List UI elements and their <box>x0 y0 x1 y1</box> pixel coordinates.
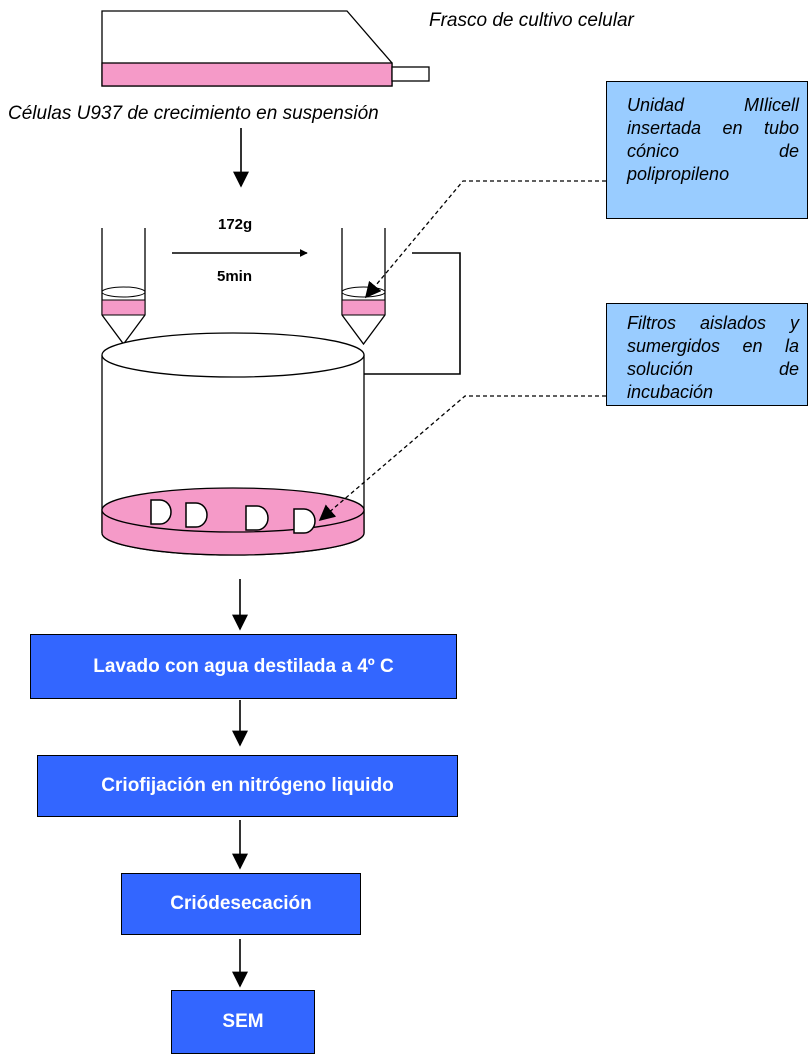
step-sem: SEM <box>171 990 315 1054</box>
leader-filters <box>318 395 606 522</box>
petri-dish <box>101 332 365 556</box>
step-freeze-drying: Criódesecación <box>121 873 361 935</box>
callout-millicell: Unidad MIlicell insertada en tubo cónico… <box>606 81 808 219</box>
filter-shape <box>293 508 316 534</box>
step-cryofixation: Criofijación en nitrógeno liquido <box>37 755 458 817</box>
centrifuge-speed-label: 172g <box>218 216 253 233</box>
filter-shape <box>245 505 269 531</box>
flask-label: Frasco de cultivo celular <box>429 10 634 31</box>
filter-shape <box>150 499 172 525</box>
leader-millicell <box>364 180 606 299</box>
culture-flask <box>101 10 430 87</box>
tube-before-centrifuge <box>101 228 146 346</box>
callout-filters: Filtros aislados y sumergidos en la solu… <box>606 303 808 406</box>
cells-label: Células U937 de crecimiento en suspensió… <box>8 103 379 124</box>
centrifuge-time-label: 5min <box>217 268 253 285</box>
filter-shape <box>185 502 208 528</box>
step-wash: Lavado con agua destilada a 4º C <box>30 634 457 699</box>
tube-with-millicell-insert <box>341 228 386 346</box>
